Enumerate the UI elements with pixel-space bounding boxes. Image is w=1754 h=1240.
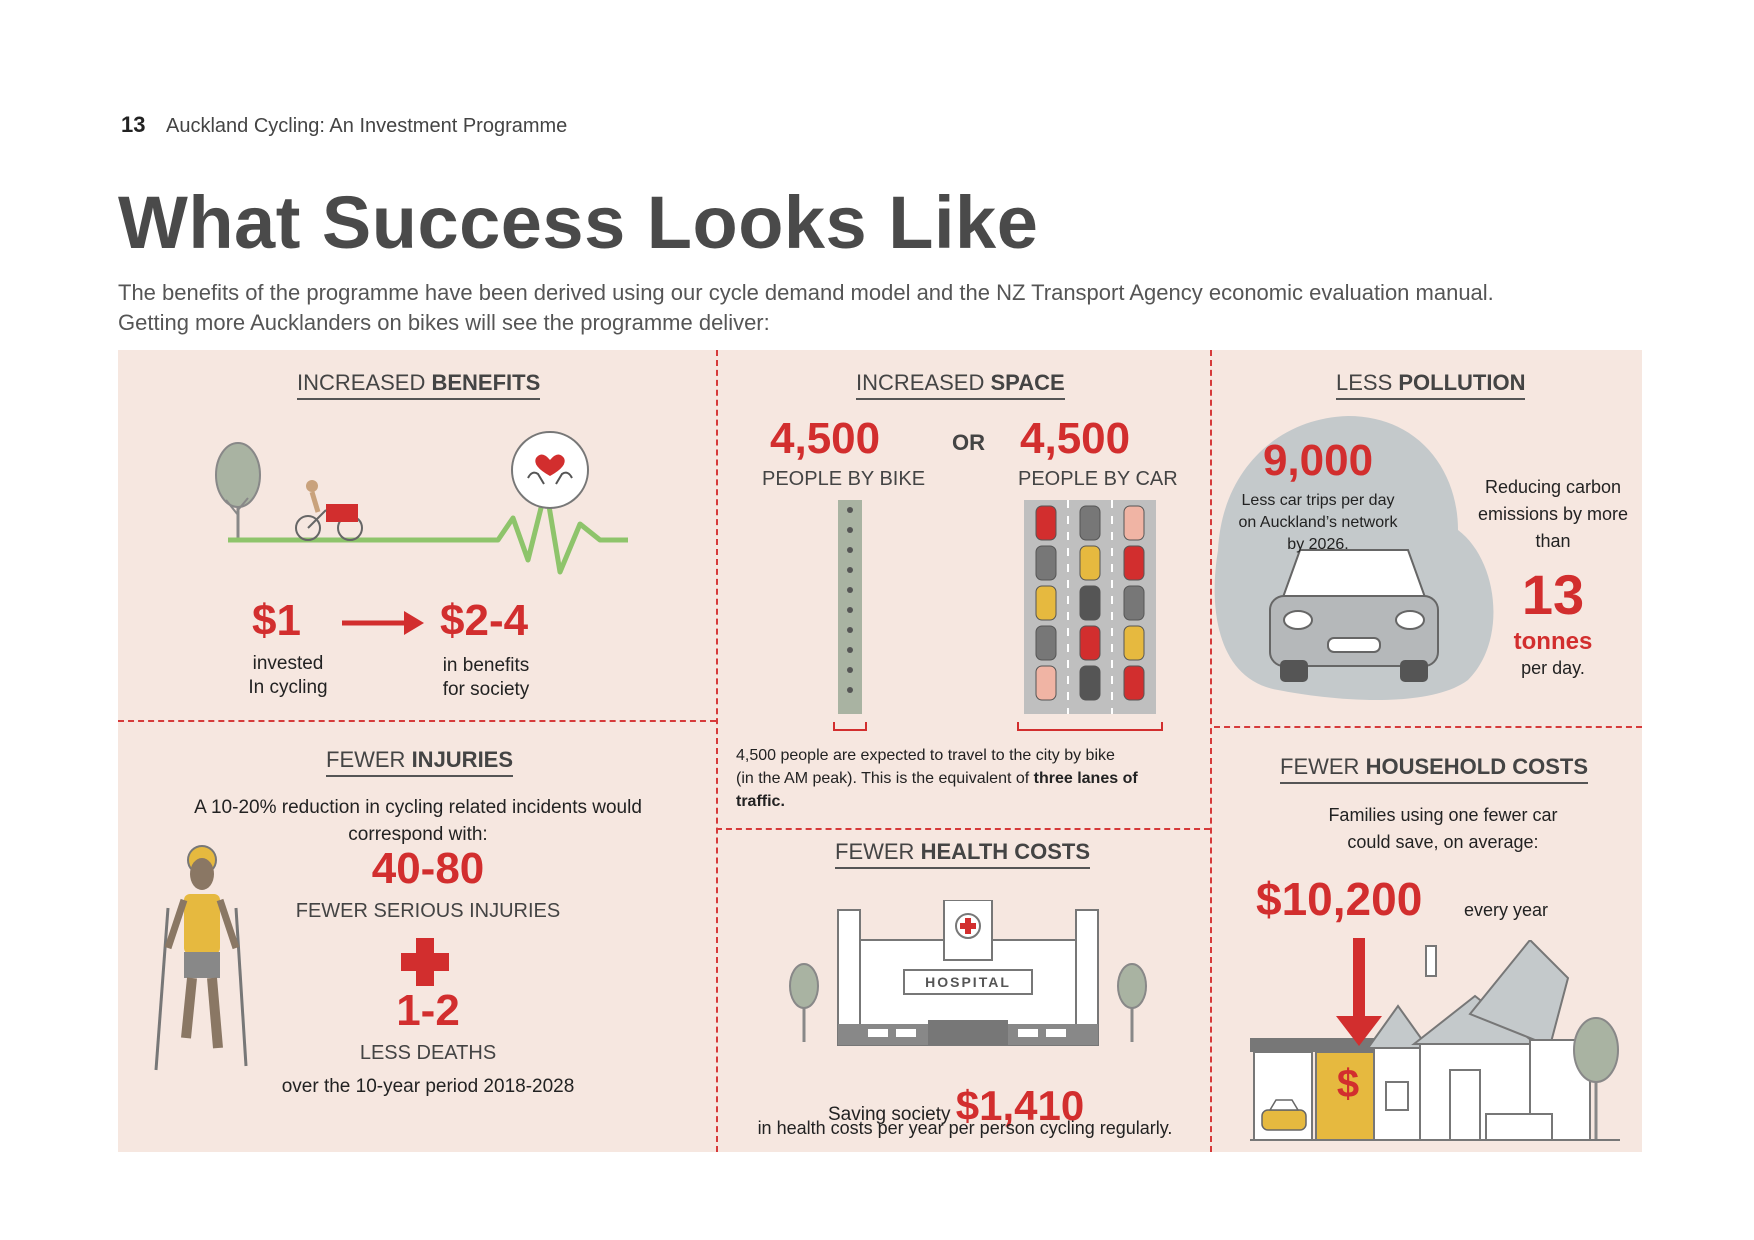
benefits-heading: INCREASED BENEFITS xyxy=(297,370,541,400)
car-label: PEOPLE BY CAR xyxy=(1018,468,1178,490)
health-saving-value: $1,410 xyxy=(955,1082,1085,1129)
pollution-heading: LESS POLLUTION xyxy=(1336,370,1526,400)
divider-vertical-1 xyxy=(716,350,718,1152)
injuries-intro: A 10-20% reduction in cycling related in… xyxy=(168,794,668,848)
intro-text: The benefits of the programme have been … xyxy=(118,278,1638,338)
bike-lane-illustration xyxy=(833,500,867,731)
hands-heart-icon xyxy=(511,431,589,509)
invest-value: $1 xyxy=(252,596,301,645)
car-front-icon xyxy=(1269,549,1439,682)
dollar-icon: $ xyxy=(1336,1062,1360,1106)
intro-line-1: The benefits of the programme have been … xyxy=(118,280,1494,305)
hospital-sign: HOSPITAL xyxy=(925,974,1011,990)
carbon-value: 13 xyxy=(1521,563,1585,626)
carbon-caption-line-2: emissions by more xyxy=(1477,504,1629,524)
page-number: 13 xyxy=(121,112,146,137)
house-illustration xyxy=(1250,940,1620,1141)
injured-cyclist-illustration xyxy=(154,845,248,1071)
invest-caption: invested In cycling xyxy=(218,652,358,700)
serious-injuries-value: 40-80 xyxy=(371,844,485,893)
divider-middle xyxy=(716,828,1210,830)
document-title: Auckland Cycling: An Investment Programm… xyxy=(166,115,568,137)
arrow-down-icon xyxy=(1336,938,1382,1046)
car-cloud-illustration xyxy=(1214,416,1494,700)
trips-caption-line-3: by 2026. xyxy=(1287,536,1349,553)
infographic-panel: INCREASED BENEFITS $1 $2-4 xyxy=(118,350,1642,1152)
divider-right xyxy=(1214,726,1642,728)
health-saving-note: in health costs per year per person cycl… xyxy=(757,1118,1173,1138)
trips-caption-line-1: Less car trips per day xyxy=(1241,492,1395,509)
car-lanes-illustration xyxy=(1017,500,1163,731)
carbon-unit: tonnes xyxy=(1513,628,1593,655)
trips-value: 9,000 xyxy=(1262,436,1374,485)
household-intro: Families using one fewer car could save,… xyxy=(1298,802,1588,856)
carbon-caption: Reducing carbon emissions by more than xyxy=(1458,474,1648,555)
health-heading: FEWER HEALTH COSTS xyxy=(835,839,1091,869)
hospital-illustration xyxy=(789,900,1147,1046)
tree-icon xyxy=(789,963,819,1042)
bike-value: 4,500 xyxy=(770,414,881,463)
benefits-illustration xyxy=(215,431,628,575)
trips-caption: Less car trips per day on Auckland’s net… xyxy=(1226,490,1410,556)
divider-vertical-2 xyxy=(1210,350,1212,1152)
carbon-caption-line-3: than xyxy=(1535,531,1571,551)
trips-caption-line-2: on Auckland’s network xyxy=(1238,514,1398,531)
space-heading: INCREASED SPACE xyxy=(856,370,1065,400)
invest-caption-line-1: invested xyxy=(252,653,324,674)
tree-icon xyxy=(215,442,261,540)
space-note-line-1: 4,500 people are expected to travel to t… xyxy=(736,747,1115,764)
space-note-line-2: (in the AM peak). This is the equivalent… xyxy=(736,770,1138,787)
red-cross-icon xyxy=(401,938,449,986)
health-saving: Saving society $1,410 xyxy=(828,1082,1084,1130)
household-saving-period: every year xyxy=(1464,900,1549,920)
deaths-value: 1-2 xyxy=(396,986,460,1035)
intro-line-2: Getting more Aucklanders on bikes will s… xyxy=(118,310,770,335)
or-label: OR xyxy=(952,430,985,455)
page-headline: What Success Looks Like xyxy=(118,181,1039,264)
injuries-period: over the 10-year period 2018-2028 xyxy=(281,1076,575,1097)
benefit-caption-line-1: in benefits xyxy=(442,655,530,676)
bike-label: PEOPLE BY BIKE xyxy=(762,468,926,490)
benefit-caption: in benefits for society xyxy=(416,654,556,702)
deaths-label: LESS DEATHS xyxy=(359,1042,497,1064)
benefit-caption-line-2: for society xyxy=(442,679,530,700)
household-saving-value: $10,200 xyxy=(1256,873,1423,925)
household-heading: FEWER HOUSEHOLD COSTS xyxy=(1280,754,1589,784)
space-note: 4,500 people are expected to travel to t… xyxy=(736,744,1196,813)
carbon-period: per day. xyxy=(1521,658,1585,678)
injuries-intro-line-1: A 10-20% reduction in cycling related in… xyxy=(194,797,642,818)
injuries-heading: FEWER INJURIES xyxy=(326,747,514,777)
household-intro-line-2: could save, on average: xyxy=(1347,832,1539,852)
health-saving-prefix: Saving society xyxy=(828,1104,956,1125)
tree-icon xyxy=(1573,1017,1619,1140)
small-car-icon xyxy=(1261,1099,1307,1131)
carbon-caption-line-1: Reducing carbon xyxy=(1484,477,1622,497)
divider-left xyxy=(118,720,716,722)
invest-caption-line-2: In cycling xyxy=(248,677,328,698)
benefit-value: $2-4 xyxy=(440,596,529,645)
space-note-line-3: traffic. xyxy=(736,793,785,810)
arrow-right-icon xyxy=(342,611,424,635)
household-intro-line-1: Families using one fewer car xyxy=(1328,805,1558,825)
cargo-bike-icon xyxy=(295,480,363,541)
serious-injuries-label: FEWER SERIOUS INJURIES xyxy=(295,900,561,922)
injuries-intro-line-2: correspond with: xyxy=(348,824,488,845)
tree-icon xyxy=(1117,963,1147,1042)
car-value: 4,500 xyxy=(1020,414,1131,463)
